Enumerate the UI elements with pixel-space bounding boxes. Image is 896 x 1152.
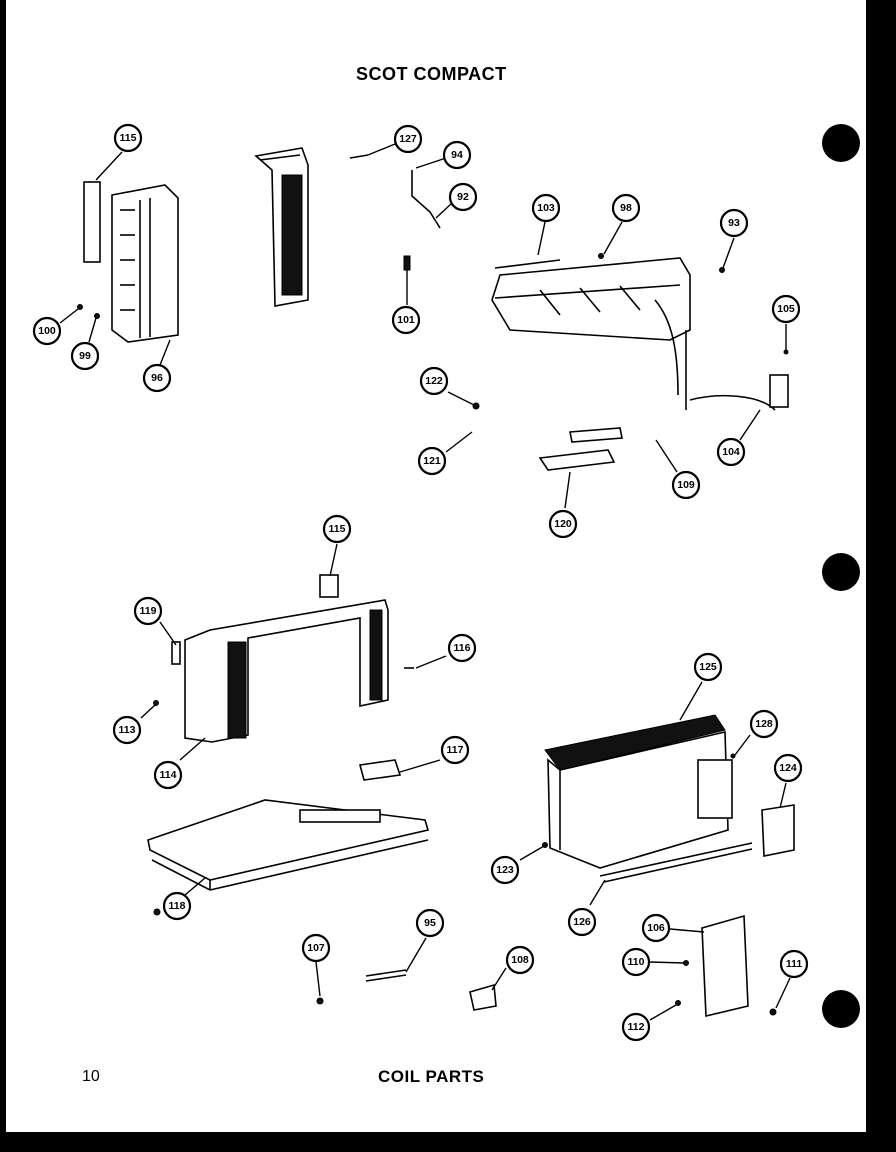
callout-113: 113: [112, 715, 142, 745]
callout-117: 117: [440, 735, 470, 765]
coil-panel-center: [254, 147, 309, 307]
svg-text:120: 120: [554, 518, 572, 530]
callout-128: 128: [749, 709, 779, 739]
callout-106: 106: [641, 913, 671, 943]
svg-text:113: 113: [119, 724, 136, 736]
svg-text:99: 99: [79, 350, 91, 362]
callout-94: 94: [442, 140, 472, 170]
svg-text:109: 109: [677, 479, 695, 491]
callout-115-middle: 115: [322, 514, 352, 544]
svg-text:122: 122: [425, 375, 443, 387]
svg-text:101: 101: [397, 314, 415, 326]
svg-text:111: 111: [786, 958, 803, 970]
cabinet-assembly: [472, 253, 789, 471]
svg-text:126: 126: [573, 916, 591, 928]
scan-edge: [0, 1132, 896, 1152]
base-pan: [147, 759, 430, 916]
callout-114: 114: [153, 760, 183, 790]
callout-109: 109: [671, 470, 701, 500]
svg-text:116: 116: [454, 642, 471, 654]
frame-assembly: [153, 574, 414, 743]
callout-110: 110: [621, 947, 651, 977]
svg-text:98: 98: [620, 202, 632, 214]
svg-text:117: 117: [447, 744, 464, 756]
callout-93: 93: [719, 208, 749, 238]
housing-assembly: [542, 714, 795, 883]
svg-text:123: 123: [496, 864, 514, 876]
binder-hole-bottom: [822, 990, 860, 1028]
page-title: SCOT COMPACT: [356, 64, 507, 84]
section-title: COIL PARTS: [378, 1067, 485, 1086]
svg-text:121: 121: [423, 455, 441, 467]
svg-text:110: 110: [628, 956, 645, 968]
callout-123: 123: [490, 855, 520, 885]
svg-text:127: 127: [399, 133, 417, 145]
callout-98: 98: [611, 193, 641, 223]
svg-text:93: 93: [728, 217, 740, 229]
callout-101: 101: [391, 305, 421, 335]
callout-118: 118: [162, 891, 192, 921]
svg-text:100: 100: [38, 325, 56, 337]
callout-127: 127: [393, 124, 423, 154]
callout-115-top: 115: [113, 123, 143, 153]
page-number: 10: [82, 1068, 100, 1085]
callout-92: 92: [448, 182, 478, 212]
callout-107: 107: [301, 933, 331, 963]
callout-105: 105: [771, 294, 801, 324]
svg-text:94: 94: [451, 149, 463, 161]
leader-lines: [59, 143, 791, 1021]
binder-hole-top: [822, 124, 860, 162]
callout-112: 112: [621, 1012, 651, 1042]
callout-100: 100: [32, 316, 62, 346]
svg-text:107: 107: [307, 942, 325, 954]
svg-text:96: 96: [151, 372, 163, 384]
svg-text:106: 106: [647, 922, 665, 934]
svg-text:128: 128: [755, 718, 773, 730]
svg-text:108: 108: [511, 954, 529, 966]
binder-hole-middle: [822, 553, 860, 591]
svg-text:92: 92: [457, 191, 469, 203]
svg-text:103: 103: [537, 202, 555, 214]
tube-fittings: [349, 154, 441, 271]
callout-116: 116: [447, 633, 477, 663]
callout-120: 120: [548, 509, 578, 539]
svg-text:115: 115: [329, 523, 346, 535]
svg-text:95: 95: [424, 917, 436, 929]
svg-text:114: 114: [160, 769, 177, 781]
callout-99: 99: [70, 341, 100, 371]
callout-125: 125: [693, 652, 723, 682]
svg-text:119: 119: [140, 605, 157, 617]
small-parts: [316, 914, 777, 1018]
callout-108: 108: [505, 945, 535, 975]
svg-text:118: 118: [169, 900, 186, 912]
callout-95: 95: [415, 908, 445, 938]
callout-104: 104: [716, 437, 746, 467]
callout-103: 103: [531, 193, 561, 223]
coil-assembly-left: [77, 181, 179, 343]
svg-text:104: 104: [722, 446, 740, 458]
callout-122: 122: [419, 366, 449, 396]
callout-111: 111: [779, 949, 809, 979]
callout-119: 119: [133, 596, 163, 626]
svg-text:125: 125: [699, 661, 717, 673]
callout-124: 124: [773, 753, 803, 783]
callout-96: 96: [142, 363, 172, 393]
svg-text:112: 112: [628, 1021, 645, 1033]
callout-126: 126: [567, 907, 597, 937]
svg-text:115: 115: [120, 132, 137, 144]
callout-121: 121: [417, 446, 447, 476]
svg-text:105: 105: [777, 303, 795, 315]
svg-text:124: 124: [779, 762, 797, 774]
